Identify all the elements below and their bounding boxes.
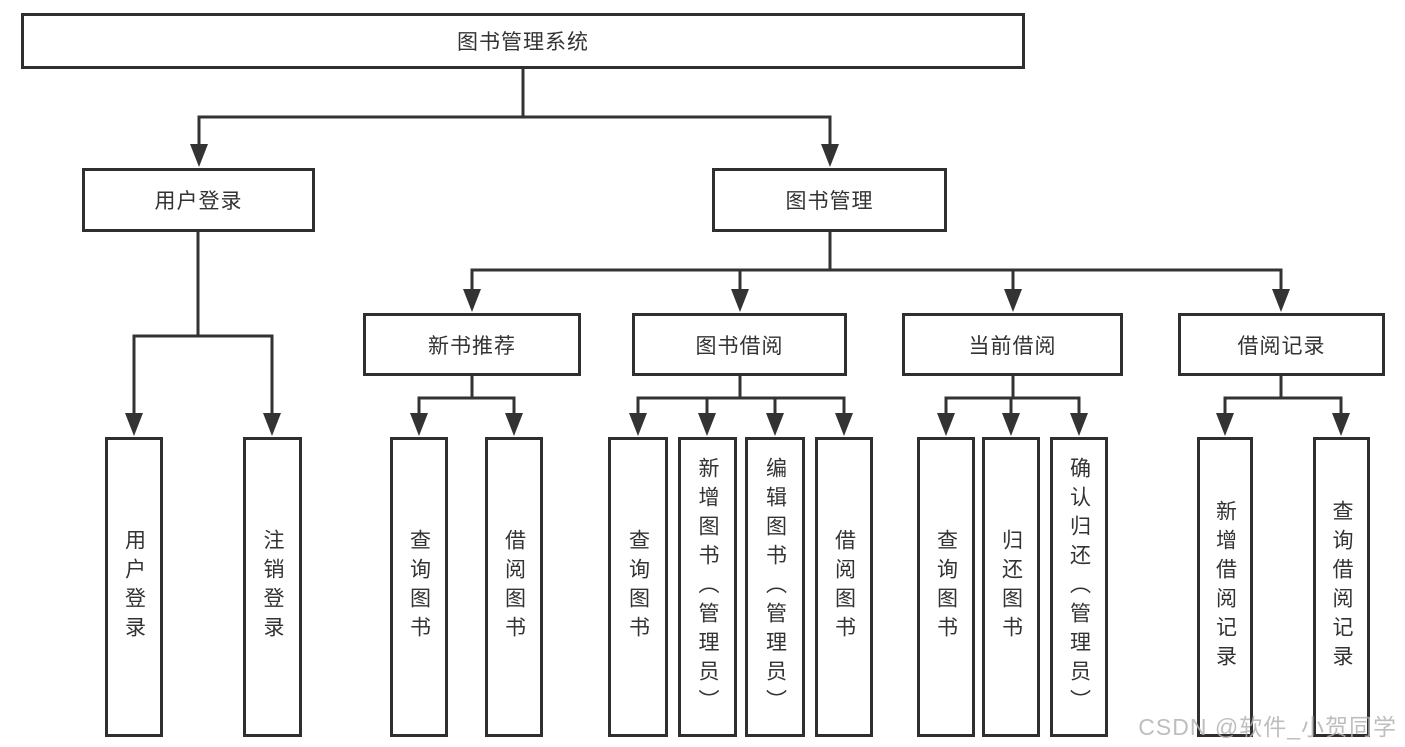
leaf-br-query-record-label: 查询借阅记录 — [1330, 500, 1353, 674]
leaf-bb-edit-book-admin-label: 编辑图书（管理员） — [763, 456, 787, 718]
leaf-br-query-record: 查询借阅记录 — [1313, 437, 1370, 737]
node-book-borrow: 图书借阅 — [632, 313, 847, 376]
node-book-management-label: 图书管理 — [785, 190, 874, 213]
leaf-nbr-borrow-book: 借阅图书 — [485, 437, 543, 737]
leaf-user-login: 用户登录 — [105, 437, 163, 737]
leaf-user-login-label: 用户登录 — [122, 529, 146, 645]
leaf-cb-confirm-return-admin: 确认归还（管理员） — [1050, 437, 1108, 737]
leaf-nbr-query-book: 查询图书 — [390, 437, 448, 737]
leaf-bb-borrow-book: 借阅图书 — [815, 437, 873, 737]
leaf-br-add-record: 新增借阅记录 — [1197, 437, 1253, 737]
node-current-borrow: 当前借阅 — [902, 313, 1123, 376]
leaf-bb-borrow-book-label: 借阅图书 — [832, 529, 856, 645]
leaf-cb-return-book: 归还图书 — [982, 437, 1040, 737]
node-new-book-recommend: 新书推荐 — [363, 313, 581, 376]
leaf-logout-label: 注销登录 — [261, 529, 284, 645]
node-root-label: 图书管理系统 — [457, 31, 589, 54]
node-user-login-label: 用户登录 — [154, 190, 243, 213]
leaf-bb-add-book-admin: 新增图书（管理员） — [678, 437, 737, 737]
node-user-login: 用户登录 — [82, 168, 315, 232]
leaf-bb-add-book-admin-label: 新增图书（管理员） — [696, 456, 719, 718]
leaf-cb-query-book-label: 查询图书 — [934, 529, 958, 645]
node-new-book-recommend-label: 新书推荐 — [428, 334, 516, 358]
leaf-bb-query-book-label: 查询图书 — [626, 529, 650, 645]
node-book-management: 图书管理 — [712, 168, 947, 232]
leaf-bb-query-book: 查询图书 — [608, 437, 668, 737]
leaf-cb-query-book: 查询图书 — [917, 437, 975, 737]
watermark-text: CSDN @软件_小贺同学 — [1138, 714, 1397, 740]
leaf-bb-edit-book-admin: 编辑图书（管理员） — [745, 437, 805, 737]
node-borrow-records-label: 借阅记录 — [1237, 334, 1326, 358]
leaf-logout: 注销登录 — [243, 437, 302, 737]
node-current-borrow-label: 当前借阅 — [968, 334, 1057, 358]
leaf-nbr-borrow-book-label: 借阅图书 — [502, 529, 526, 645]
leaf-nbr-query-book-label: 查询图书 — [407, 529, 431, 645]
node-root: 图书管理系统 — [21, 13, 1025, 69]
leaf-cb-confirm-return-admin-label: 确认归还（管理员） — [1067, 456, 1091, 718]
leaf-cb-return-book-label: 归还图书 — [999, 529, 1023, 645]
node-borrow-records: 借阅记录 — [1178, 313, 1385, 376]
node-book-borrow-label: 图书借阅 — [695, 334, 784, 358]
leaf-br-add-record-label: 新增借阅记录 — [1213, 500, 1237, 674]
